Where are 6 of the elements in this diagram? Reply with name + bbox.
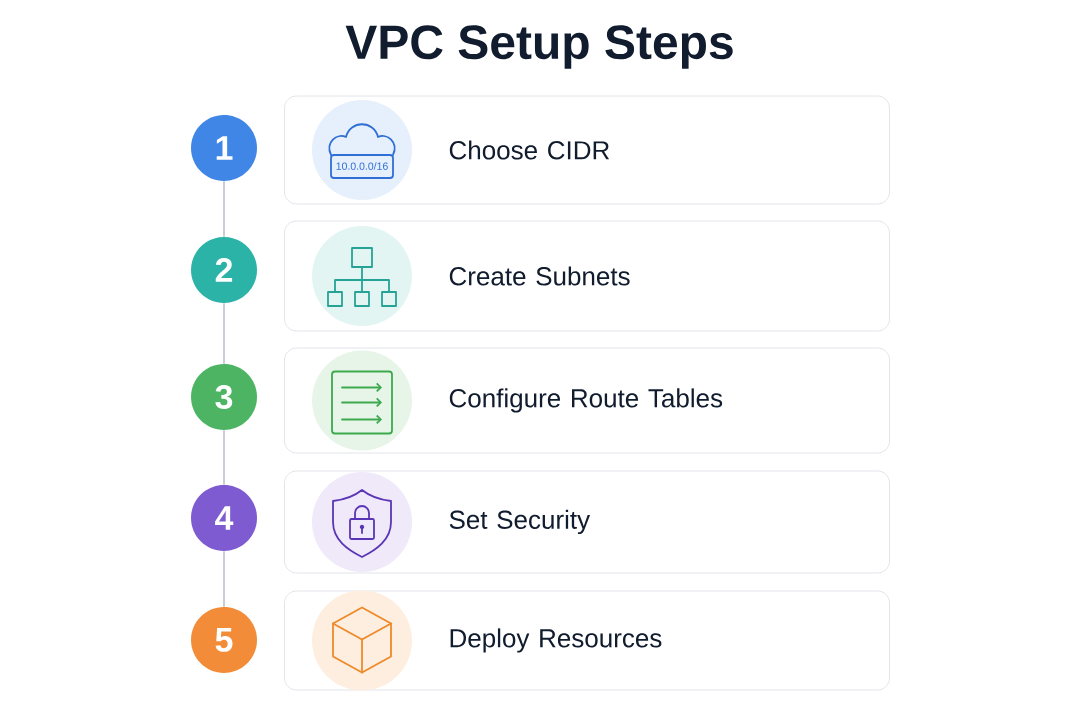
ip-range-text: 10.0.0.0/16 [336, 162, 388, 170]
connector-line [223, 550, 225, 608]
connector-line [223, 302, 225, 365]
connector-line [223, 180, 225, 238]
connector-line [223, 429, 225, 486]
title: VPC Setup Steps [345, 25, 733, 69]
